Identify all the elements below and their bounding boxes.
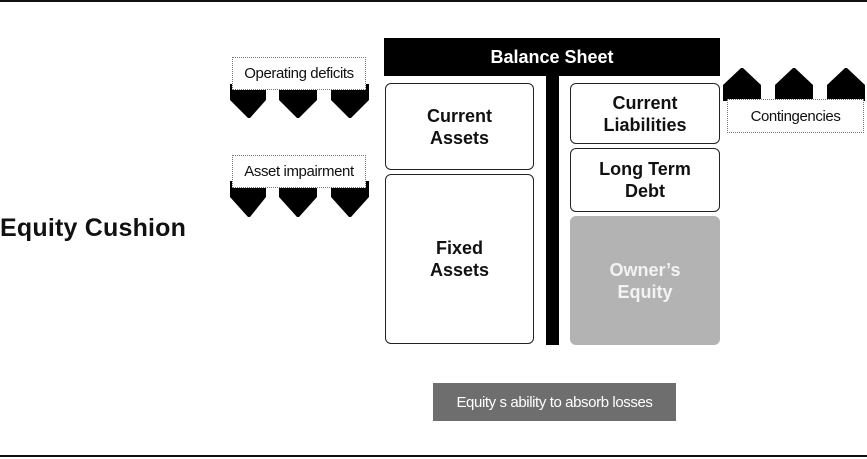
long-term-debt-box: Long Term Debt: [570, 148, 720, 212]
down-arrow-icon: [279, 84, 317, 118]
balance-sheet-header: Balance Sheet: [384, 38, 720, 76]
fixed-assets-box: Fixed Assets: [385, 174, 534, 344]
contingencies-arrows: [722, 67, 867, 103]
current-assets-box: Current Assets: [385, 83, 534, 170]
owners-equity-box: Owner’s Equity: [570, 216, 720, 345]
current-liabilities-box: Current Liabilities: [570, 83, 720, 144]
up-arrow-icon: [775, 68, 813, 101]
asset-impairment-arrows: [229, 181, 375, 219]
fixed-assets-label: Fixed Assets: [429, 238, 490, 280]
bottom-rule: [0, 455, 867, 457]
current-assets-label: Current Assets: [426, 105, 492, 148]
down-arrow-icon: [279, 181, 317, 217]
up-arrow-icon: [723, 68, 761, 101]
diagram-heading: Equity Cushion: [0, 214, 187, 242]
operating-deficits-arrows: [229, 84, 375, 122]
owners-equity-label: Owner’s Equity: [609, 259, 681, 302]
long-term-debt-label: Long Term Debt: [599, 159, 691, 201]
equity-absorb-label: Equity s ability to absorb losses: [433, 383, 676, 421]
down-arrow-icon: [230, 181, 266, 217]
top-rule: [0, 0, 867, 2]
contingencies-label: Contingencies: [727, 99, 864, 133]
operating-deficits-label: Operating deficits: [232, 57, 366, 90]
balance-sheet-divider: [546, 76, 559, 345]
up-arrow-icon: [827, 68, 865, 101]
down-arrow-icon: [331, 84, 369, 118]
asset-impairment-label: Asset impairment: [232, 155, 366, 188]
current-liabilities-label: Current Liabilities: [603, 92, 687, 135]
down-arrow-icon: [331, 181, 369, 217]
down-arrow-icon: [230, 84, 266, 118]
